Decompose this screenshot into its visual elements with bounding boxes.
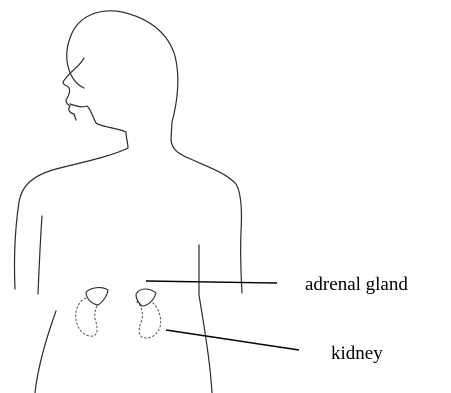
face-profile: [63, 58, 84, 120]
adrenal-gland-label: adrenal gland: [305, 274, 408, 296]
kidney-leader-line: [166, 330, 299, 350]
left-adrenal-gland: [86, 288, 108, 305]
adrenal-leader-line: [146, 281, 277, 283]
kidney-label: kidney: [331, 343, 383, 365]
